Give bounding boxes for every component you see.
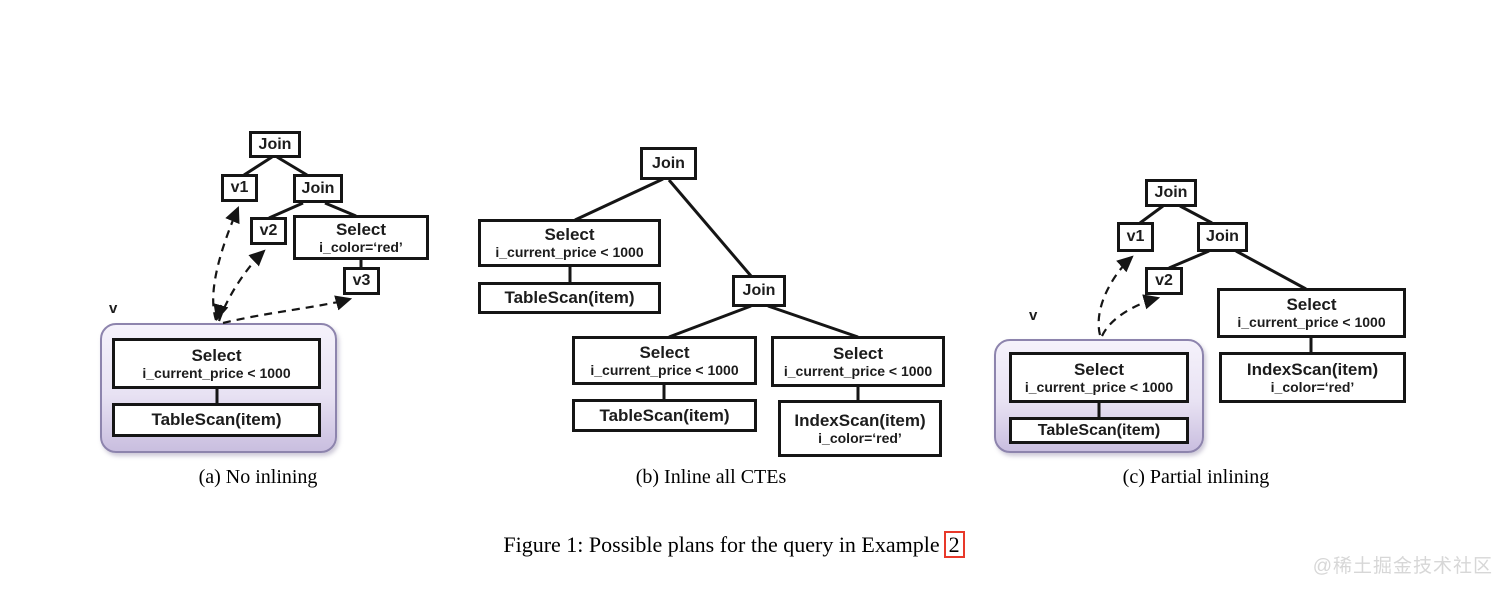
watermark: @稀土掘金技术社区: [1312, 556, 1493, 577]
plan-node-v2: v2: [1145, 267, 1183, 295]
plan-node-v3: v3: [343, 267, 380, 295]
plan-node-tablescan: TableScan(item): [1009, 417, 1189, 444]
plan-node-v1: v1: [1117, 222, 1154, 252]
node-title: Select: [639, 342, 690, 362]
node-predicate: i_color=‘red’: [319, 238, 403, 255]
node-title: TableScan(item): [599, 405, 730, 425]
node-title: Select: [544, 225, 595, 245]
plan-node-join: Join: [1145, 179, 1197, 207]
panel-c-cte-reference-arrows: [1097, 255, 1161, 337]
view-label-a: v: [109, 300, 118, 317]
panel-caption-c: (c) Partial inlining: [1122, 466, 1270, 488]
node-predicate: i_current_price < 1000: [1024, 378, 1174, 395]
plan-node-join: Join: [732, 275, 786, 307]
node-title: Join: [742, 282, 776, 300]
plan-node-join: Join: [293, 174, 343, 203]
view-label-c: v: [1029, 307, 1038, 324]
plan-node-select: Select i_current_price < 1000: [1217, 288, 1406, 338]
plan-node-select: Select i_current_price < 1000: [771, 336, 945, 387]
node-title: TableScan(item): [151, 410, 282, 430]
node-predicate: i_current_price < 1000: [590, 361, 739, 378]
node-title: TableScan(item): [504, 288, 635, 308]
node-title: Join: [301, 179, 335, 197]
node-title: Select: [832, 343, 884, 363]
figure-caption-text: Figure 1: Possible plans for the query i…: [503, 532, 940, 557]
node-title: IndexScan(item): [794, 410, 926, 430]
node-title: TableScan(item): [1037, 421, 1161, 439]
node-title: Join: [652, 154, 685, 172]
plan-node-select: Select i_current_price < 1000: [478, 219, 661, 267]
plan-node-select: Select i_color=‘red’: [293, 215, 429, 260]
plan-node-indexscan: IndexScan(item) i_color=‘red’: [1219, 352, 1406, 403]
panel-caption-a: (a) No inlining: [198, 466, 318, 488]
panel-a-cte-reference-arrows: [212, 205, 353, 325]
plan-node-join: Join: [640, 147, 697, 180]
plan-node-tablescan: TableScan(item): [112, 403, 321, 437]
node-title: v2: [259, 222, 278, 240]
node-title: Join: [1206, 228, 1239, 246]
node-title: v1: [230, 179, 249, 197]
node-predicate: i_current_price < 1000: [1237, 314, 1386, 331]
panel-c-edges: [1097, 204, 1313, 418]
figure-caption: Figure 1: Possible plans for the query i…: [0, 531, 1468, 559]
plan-node-v1: v1: [221, 174, 258, 202]
plan-node-join: Join: [249, 131, 301, 158]
node-title: Select: [335, 219, 387, 239]
plan-node-tablescan: TableScan(item): [478, 282, 661, 314]
node-title: Join: [258, 135, 292, 153]
node-predicate: i_current_price < 1000: [495, 244, 644, 261]
node-title: v1: [1126, 228, 1145, 246]
node-predicate: i_current_price < 1000: [783, 362, 933, 379]
panel-b-edges: [568, 177, 860, 401]
example-reference-link[interactable]: 2: [943, 531, 965, 559]
plan-node-select: Select i_current_price < 1000: [1009, 352, 1189, 403]
node-title: Select: [1286, 295, 1337, 315]
plan-node-join: Join: [1197, 222, 1248, 252]
node-predicate: i_color=‘red’: [818, 429, 902, 446]
panel-caption-b: (b) Inline all CTEs: [635, 466, 787, 488]
node-title: v3: [352, 272, 371, 290]
node-predicate: i_current_price < 1000: [142, 364, 291, 381]
plan-node-v2: v2: [250, 217, 287, 245]
node-title: IndexScan(item): [1246, 359, 1379, 379]
node-predicate: i_color=‘red’: [1270, 378, 1355, 395]
plan-node-select: Select i_current_price < 1000: [572, 336, 757, 385]
plan-node-tablescan: TableScan(item): [572, 399, 757, 432]
node-title: v2: [1155, 272, 1173, 290]
node-title: Join: [1154, 184, 1188, 202]
plan-node-select: Select i_current_price < 1000: [112, 338, 321, 389]
plan-node-indexscan: IndexScan(item) i_color=‘red’: [778, 400, 942, 457]
node-title: Select: [1073, 359, 1125, 379]
node-title: Select: [191, 345, 242, 365]
